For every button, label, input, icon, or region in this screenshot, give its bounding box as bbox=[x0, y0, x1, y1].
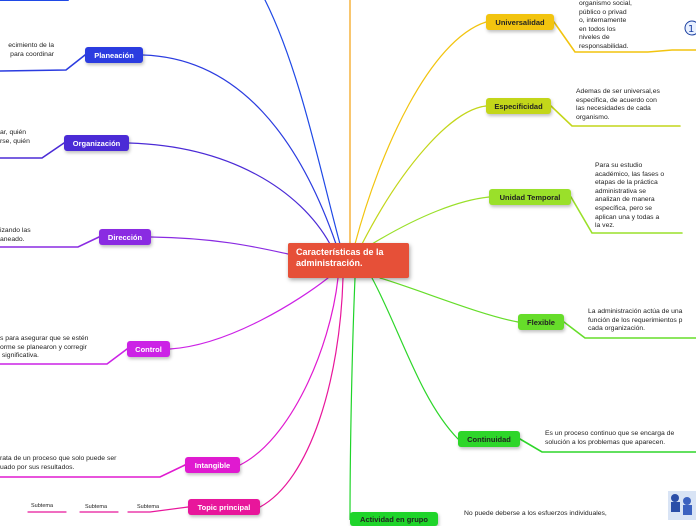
svg-text:1: 1 bbox=[688, 24, 694, 35]
topic-intangible[interactable]: Intangible bbox=[185, 457, 240, 473]
central-topic[interactable]: Características de la administración. bbox=[288, 243, 409, 278]
topic-control[interactable]: Control bbox=[127, 341, 170, 357]
topic-direccion[interactable]: Dirección bbox=[99, 229, 151, 245]
direccion-desc: izando las aneado. bbox=[0, 227, 31, 243]
especificidad-desc: Ademas de ser universal,es especifica, d… bbox=[576, 88, 660, 121]
topic-flexible[interactable]: Flexible bbox=[518, 314, 564, 330]
image-thumbnail-icon: 1 bbox=[684, 20, 696, 36]
topic-unidad-temporal[interactable]: Unidad Temporal bbox=[489, 189, 571, 205]
topic-continuidad[interactable]: Continuidad bbox=[458, 431, 520, 447]
intangible-desc: rata de un proceso que solo puede ser ua… bbox=[0, 455, 117, 471]
topic-especificidad[interactable]: Especificidad bbox=[486, 98, 551, 114]
topic-principal[interactable]: Topic principal bbox=[188, 499, 260, 515]
control-desc: s para asegurar que se estén orme se pla… bbox=[0, 335, 89, 360]
planeacion-desc: ecimiento de la para coordinar bbox=[8, 42, 54, 58]
continuidad-desc: Es un proceso continuo que se encarga de… bbox=[545, 430, 675, 446]
people-image-icon bbox=[668, 491, 696, 520]
topic-organizacion[interactable]: Organización bbox=[64, 135, 129, 151]
actividad-en-grupo-desc: No puede deberse a los esfuerzos individ… bbox=[464, 510, 607, 517]
subtopic-2[interactable]: Subtema bbox=[85, 504, 108, 510]
subtopic-1[interactable]: Subtema bbox=[137, 504, 160, 510]
universalidad-desc: organismo social, público o privad o, in… bbox=[579, 0, 632, 50]
flexible-desc: La administración actúa de una función d… bbox=[588, 308, 683, 333]
unidad-temporal-desc: Para su estudio académico, las fases o e… bbox=[595, 162, 665, 230]
subtopic-3[interactable]: Subtema bbox=[31, 503, 54, 509]
topic-universalidad[interactable]: Universalidad bbox=[486, 14, 554, 30]
organizacion-desc: ar, quién rse, quién bbox=[0, 129, 30, 145]
topic-planeacion[interactable]: Planeación bbox=[85, 47, 143, 63]
topic-actividad-en-grupo[interactable]: Actividad en grupo bbox=[350, 512, 438, 526]
